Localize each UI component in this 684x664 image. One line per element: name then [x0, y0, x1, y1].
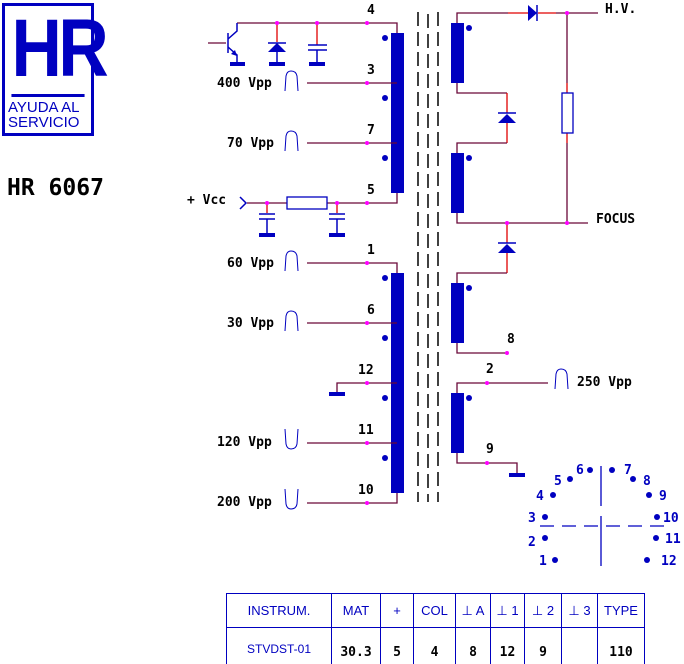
table-row: STVDST-01 30.3 5 4 8 12 9 110	[226, 627, 645, 664]
header-cell: ⊥ 3	[561, 593, 598, 628]
pin10-voltage: 200 Vpp	[217, 495, 272, 510]
logo-line2: SERVICIO	[8, 114, 80, 131]
pinout-1: 1	[539, 554, 547, 569]
cascade-diode-2	[498, 242, 516, 253]
value-cell: 12	[490, 627, 525, 664]
waveform-icons	[284, 70, 569, 510]
pin-label-7: 7	[367, 123, 375, 138]
pin-label-3: 3	[367, 63, 375, 78]
pin-label-5: 5	[367, 183, 375, 198]
vcc-filter	[239, 196, 345, 237]
pin-label-4: 4	[367, 3, 375, 18]
hv-diode-symbol	[528, 5, 538, 21]
value-cell: 110	[597, 627, 645, 664]
pin-label-2: 2	[486, 362, 494, 377]
pinout-diagram: 1 2 3 4 5 6 7 8 9 10 11 12	[528, 463, 681, 569]
header-cell: MAT	[331, 593, 381, 628]
pinout-6: 6	[576, 463, 584, 478]
pin-label-12: 12	[358, 363, 374, 378]
pin11-voltage: 120 Vpp	[217, 435, 272, 450]
ground-symbol	[509, 473, 525, 477]
value-cell: 4	[413, 627, 456, 664]
pinout-3: 3	[528, 511, 536, 526]
model-title: HR 6067	[7, 175, 104, 201]
damper-diode-symbol	[268, 23, 286, 66]
cascade-diode-1	[498, 112, 516, 123]
polarity-dots	[382, 25, 472, 461]
vcc-label: + Vcc	[187, 193, 226, 208]
table-header-row: INSTRUM. MAT + COL ⊥ A ⊥ 1 ⊥ 2 ⊥ 3 TYPE	[226, 593, 645, 628]
pin-label-1: 1	[367, 243, 375, 258]
pin-label-8: 8	[507, 332, 515, 347]
pinout-9: 9	[659, 489, 667, 504]
hv-label: H.V.	[605, 2, 636, 17]
pinout-5: 5	[554, 474, 562, 489]
value-cell: 30.3	[331, 627, 381, 664]
value-cell	[561, 627, 598, 664]
tuning-capacitor-symbol	[308, 23, 327, 66]
logo-line1: AYUDA AL	[8, 99, 80, 116]
header-cell: +	[380, 593, 414, 628]
value-cell: STVDST-01	[226, 627, 332, 664]
header-cell: COL	[413, 593, 456, 628]
header-cell: INSTRUM.	[226, 593, 332, 628]
ground-symbol	[329, 392, 345, 396]
pinout-10: 10	[663, 511, 679, 526]
focus-label: FOCUS	[596, 212, 635, 227]
secondary-windings	[451, 23, 464, 453]
pinout-2: 2	[528, 535, 536, 550]
transformer-core	[417, 12, 439, 502]
pinout-12: 12	[661, 554, 677, 569]
pin-label-9: 9	[486, 442, 494, 457]
value-cell: 8	[455, 627, 491, 664]
spec-table: INSTRUM. MAT + COL ⊥ A ⊥ 1 ⊥ 2 ⊥ 3 TYPE …	[226, 593, 645, 664]
primary-winding-upper	[391, 33, 404, 193]
pinout-7: 7	[624, 463, 632, 478]
pin1-voltage: 60 Vpp	[227, 256, 274, 271]
circuit-diagram: 400 Vpp 70 Vpp + Vcc 60 Vpp 30 Vpp 120 V…	[187, 2, 681, 569]
header-cell: TYPE	[597, 593, 645, 628]
pin-label-10: 10	[358, 483, 374, 498]
pin6-voltage: 30 Vpp	[227, 316, 274, 331]
focus-resistor-symbol	[561, 92, 574, 134]
primary-winding-lower	[391, 273, 404, 493]
wire-junctions	[265, 11, 569, 505]
header-cell: ⊥ 1	[490, 593, 525, 628]
pinout-4: 4	[536, 489, 544, 504]
value-cell: 9	[524, 627, 562, 664]
pin-label-6: 6	[367, 303, 375, 318]
header-cell: ⊥ 2	[524, 593, 562, 628]
pinout-11: 11	[665, 532, 681, 547]
value-cell: 5	[380, 627, 414, 664]
pinout-8: 8	[643, 474, 651, 489]
pin-label-11: 11	[358, 423, 374, 438]
pin2-voltage: 250 Vpp	[577, 375, 632, 390]
pin3-voltage: 400 Vpp	[217, 76, 272, 91]
pin7-voltage: 70 Vpp	[227, 136, 274, 151]
secondary-wires	[456, 12, 598, 473]
header-cell: ⊥ A	[455, 593, 491, 628]
transistor-symbol	[208, 23, 245, 66]
